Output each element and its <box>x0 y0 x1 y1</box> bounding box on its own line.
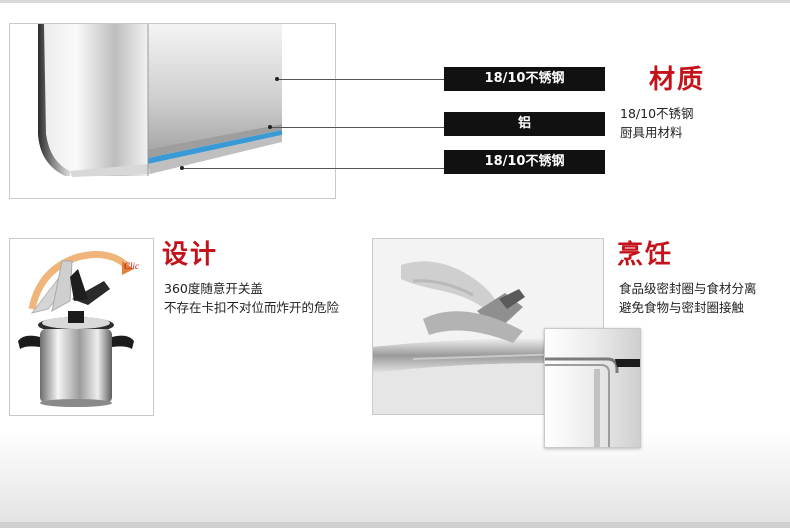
top-divider <box>0 0 790 3</box>
cooking-description: 食品级密封圈与食材分离 避免食物与密封圈接触 <box>619 279 757 317</box>
label-stainless-outer: 18/10不锈钢 <box>444 67 605 91</box>
leader-line <box>279 79 444 80</box>
label-aluminium: 铝 <box>444 112 605 136</box>
leader-dot <box>275 77 279 81</box>
label-stainless-base: 18/10不锈钢 <box>444 150 605 174</box>
sealing-ring-detail-image <box>544 328 641 448</box>
material-heading: 材质 <box>649 65 706 95</box>
pot-wall-cross-section-image <box>9 23 336 199</box>
leader-dot <box>268 125 272 129</box>
leader-dot <box>180 166 184 170</box>
material-description-line: 厨具用材料 <box>620 125 683 140</box>
design-heading: 设计 <box>162 240 219 270</box>
cooking-heading: 烹饪 <box>617 240 674 270</box>
leader-line <box>272 127 444 128</box>
bottom-shadow <box>0 430 790 528</box>
clic-label: Clic <box>124 261 139 271</box>
bottom-divider <box>0 522 790 528</box>
design-description-line: 360度随意开关盖 <box>164 281 263 296</box>
leader-line <box>184 168 444 169</box>
cooking-description-line: 避免食物与密封圈接触 <box>619 300 745 315</box>
design-description-line: 不存在卡扣不对位而炸开的危险 <box>164 300 340 315</box>
pressure-cooker-lid-image: Clic <box>9 238 154 416</box>
design-description: 360度随意开关盖 不存在卡扣不对位而炸开的危险 <box>164 279 339 317</box>
material-description: 18/10不锈钢 厨具用材料 <box>620 104 694 142</box>
material-description-line: 18/10不锈钢 <box>620 106 694 121</box>
cooking-description-line: 食品级密封圈与食材分离 <box>619 281 757 296</box>
